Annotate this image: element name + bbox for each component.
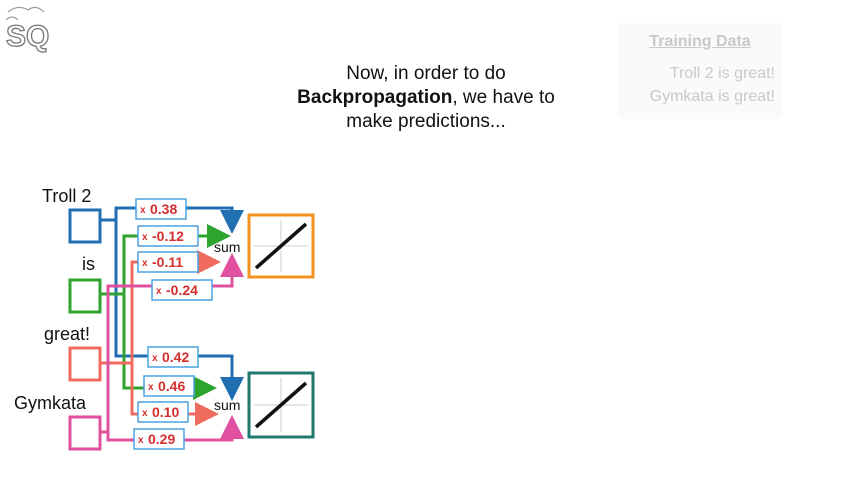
weight-value-bottom-1: 0.42 — [162, 349, 189, 365]
weight-box-bottom-3: x 0.10 — [137, 401, 189, 423]
weight-value-top-2: -0.12 — [152, 228, 184, 244]
caption-line-1: Now, in order to do — [346, 63, 506, 84]
weight-prefix: x — [140, 205, 146, 216]
weight-box-top-3: x -0.11 — [137, 251, 199, 273]
sum-label-bottom: sum — [214, 397, 240, 413]
input-label-great: great! — [44, 324, 90, 344]
activation-node-bottom — [247, 371, 315, 439]
weight-box-top-4: x -0.24 — [151, 279, 213, 301]
weight-box-top-2: x -0.12 — [137, 225, 199, 247]
training-data-title: Training Data — [649, 33, 751, 50]
training-data-line-2: Gymkata is great! — [649, 88, 775, 105]
input-label-gymkata: Gymkata — [14, 393, 87, 413]
caption-line-2-rest: , we have to — [452, 87, 555, 108]
weight-prefix: x — [156, 286, 162, 297]
activation-node-top — [247, 213, 315, 279]
logo-letters: SQ — [6, 20, 49, 53]
weight-value-bottom-2: 0.46 — [158, 378, 185, 394]
weight-value-top-1: 0.38 — [150, 201, 177, 217]
edge-gymkata-top — [100, 253, 244, 434]
input-node-great — [68, 346, 102, 382]
input-node-gymkata — [68, 415, 102, 451]
caption-line-2: Backpropagation, we have to — [250, 86, 602, 110]
input-label-is: is — [82, 254, 95, 274]
weight-box-bottom-4: x 0.29 — [133, 428, 185, 450]
caption: Now, in order to do Backpropagation, we … — [250, 62, 602, 134]
training-data-panel: Training Data Troll 2 is great! Gymkata … — [617, 23, 783, 119]
edge-troll2-top — [100, 206, 244, 234]
input-node-is — [68, 278, 102, 314]
weight-box-bottom-2: x 0.46 — [143, 375, 195, 397]
input-node-troll2 — [68, 208, 102, 244]
caption-line-3: make predictions... — [346, 111, 506, 132]
identity-activation-line — [254, 381, 308, 429]
training-data-line-1: Troll 2 is great! — [669, 65, 775, 82]
weight-prefix: x — [138, 435, 144, 446]
weight-prefix: x — [152, 353, 158, 364]
neural-network-diagram: Troll 2 is great! Gymkata x 0.38 x -0.12… — [14, 186, 315, 451]
caption-bold-term: Backpropagation — [297, 87, 453, 108]
weight-prefix: x — [142, 232, 148, 243]
sum-label-top: sum — [214, 239, 240, 255]
identity-activation-line — [254, 222, 308, 270]
input-label-troll2: Troll 2 — [42, 186, 91, 206]
weight-prefix: x — [142, 258, 148, 269]
weight-value-bottom-4: 0.29 — [148, 431, 175, 447]
weight-prefix: x — [142, 408, 148, 419]
weight-value-top-3: -0.11 — [152, 254, 183, 270]
edge-is-bottom — [122, 294, 217, 400]
statquest-logo: SQ — [5, 6, 50, 54]
weight-value-bottom-3: 0.10 — [152, 404, 179, 420]
weight-prefix: x — [148, 382, 154, 393]
weight-value-top-4: -0.24 — [166, 282, 198, 298]
weight-box-top-1: x 0.38 — [135, 198, 187, 220]
weight-box-bottom-1: x 0.42 — [147, 346, 199, 368]
